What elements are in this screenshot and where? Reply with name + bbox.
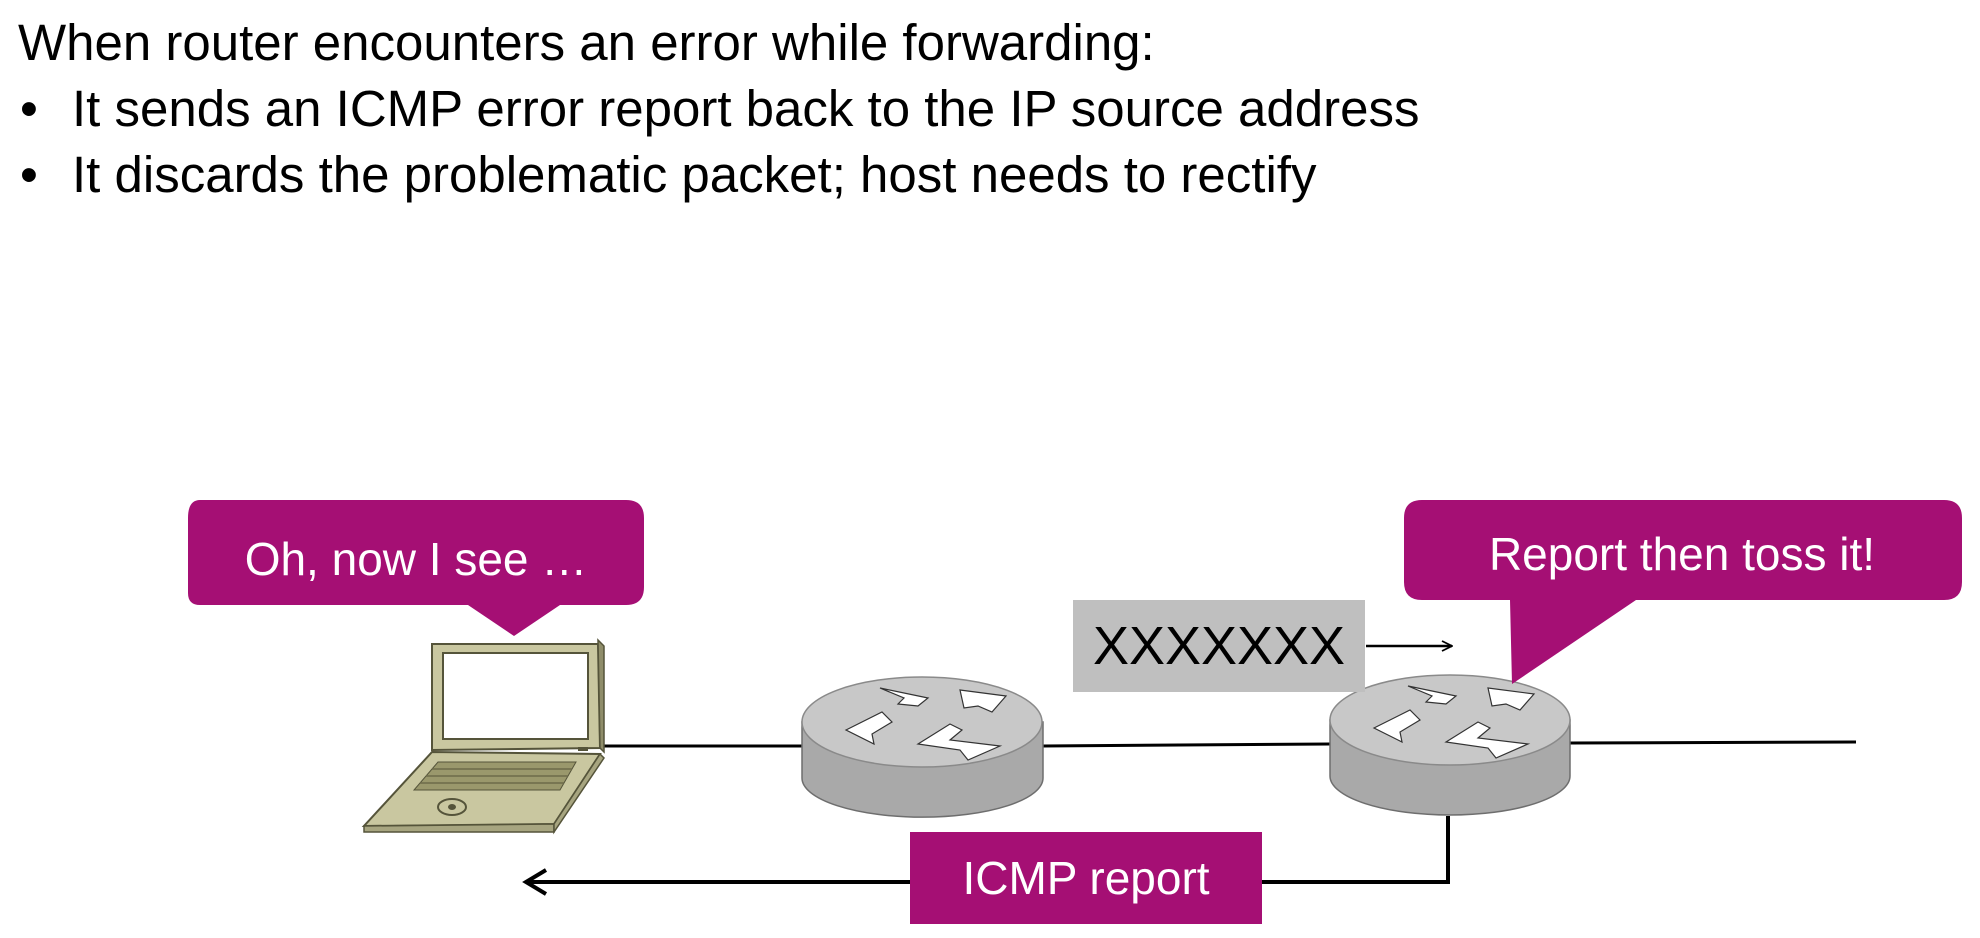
- bullet-item: • It discards the problematic packet; ho…: [18, 142, 1958, 208]
- router-icon: [1329, 674, 1571, 816]
- slide-heading: When router encounters an error while fo…: [18, 14, 1155, 71]
- bullet-text: It discards the problematic packet; host…: [72, 146, 1317, 203]
- bullet-item: • It sends an ICMP error report back to …: [18, 76, 1958, 142]
- return-path-line: [1262, 816, 1450, 884]
- link-router1-router2: [1042, 742, 1331, 748]
- packet-label: XXXXXXX: [1093, 616, 1345, 676]
- icmp-return-path: ICMP report: [522, 816, 1450, 924]
- icmp-report-box: [910, 832, 1262, 924]
- router-callout-text: Report then toss it!: [1489, 528, 1875, 580]
- slide-text: When router encounters an error while fo…: [18, 10, 1958, 208]
- bullet-dot: •: [20, 80, 38, 137]
- router-icon: [801, 676, 1044, 818]
- laptop-icon: [361, 638, 605, 835]
- host-callout: Oh, now I see …: [188, 500, 644, 636]
- packet-box: [1073, 600, 1365, 692]
- icmp-report-label: ICMP report: [962, 852, 1209, 904]
- network-links: [598, 740, 1857, 748]
- bullet-dot: •: [20, 146, 38, 203]
- packet: XXXXXXX: [1073, 600, 1452, 692]
- bullet-text: It sends an ICMP error report back to th…: [72, 80, 1420, 137]
- arrowhead-left-icon: [522, 868, 548, 896]
- host-callout-text: Oh, now I see …: [245, 533, 588, 585]
- router-callout: Report then toss it!: [1404, 500, 1962, 684]
- link-router2-out: [1569, 740, 1857, 745]
